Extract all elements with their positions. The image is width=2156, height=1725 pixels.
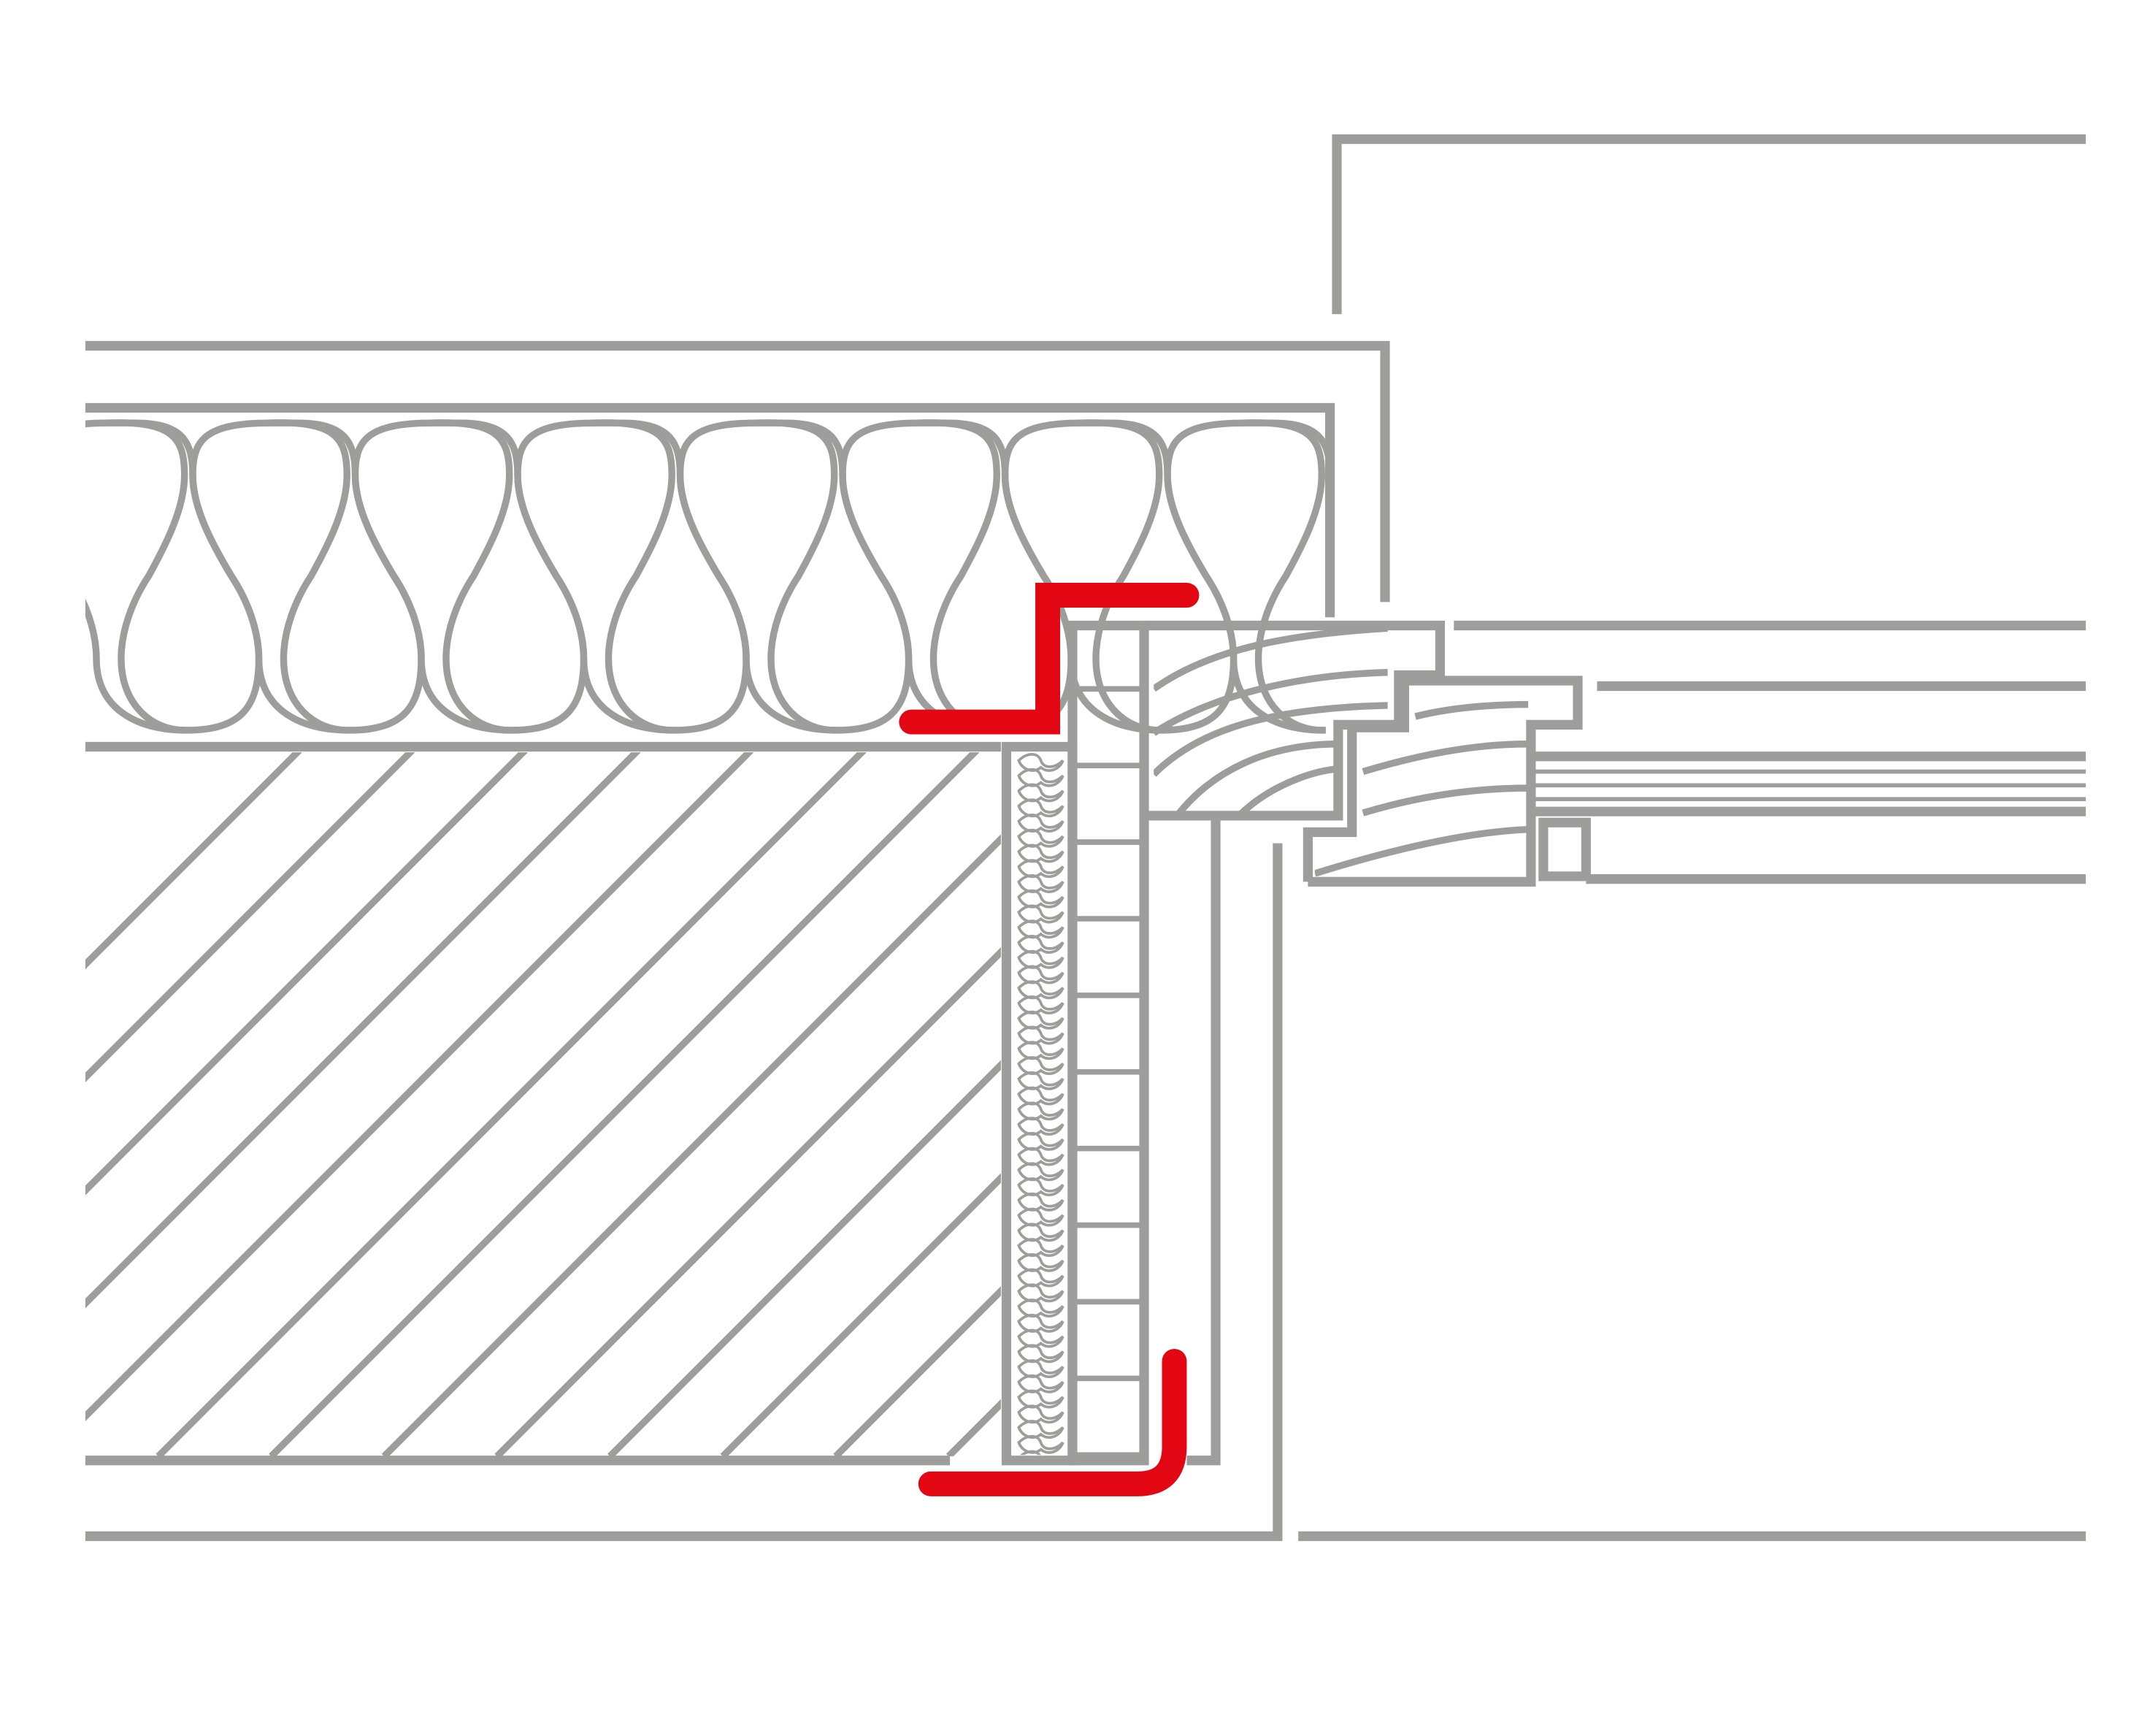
glazing-bead xyxy=(1538,817,1591,881)
upper-z-seal xyxy=(899,583,1200,735)
quilt-loop xyxy=(1241,419,1325,734)
hatch-line xyxy=(156,752,867,1457)
block-joints xyxy=(1076,686,1140,1458)
hatch-line xyxy=(85,752,529,1196)
hatch-line xyxy=(381,834,1001,1457)
quilt-loop xyxy=(104,419,188,734)
block-outline xyxy=(1067,620,1149,1466)
quilt-loop xyxy=(266,419,350,734)
hatch-line xyxy=(494,946,1001,1457)
upper-right-frame xyxy=(1332,134,2086,315)
frame-grain xyxy=(1314,700,1529,876)
quilt-loop xyxy=(1079,419,1163,734)
frame-outline xyxy=(1303,676,1583,887)
quilt-loop xyxy=(591,419,675,734)
blockwork-column xyxy=(1067,620,1149,1466)
insulation-quilt xyxy=(85,419,1326,734)
quilt-loop xyxy=(916,419,1000,734)
quilt-loop xyxy=(754,419,838,734)
hatch-line xyxy=(85,752,754,1422)
window-frame xyxy=(1303,676,2086,887)
hatch-line xyxy=(720,1173,1001,1457)
seal-membranes xyxy=(899,583,1200,1496)
hatch-line xyxy=(607,1060,1001,1457)
structure-outlines xyxy=(85,134,2086,1542)
masonry-wall xyxy=(85,752,1001,1457)
sill-grain xyxy=(1154,628,1388,816)
quilt-box xyxy=(85,402,1335,618)
lower-l-seal xyxy=(918,1348,1187,1496)
sill-outline xyxy=(1144,620,1446,821)
hatch-line xyxy=(85,752,415,1082)
strip-loops xyxy=(1017,753,1064,1456)
quilt-loop xyxy=(429,419,513,734)
hatch-line xyxy=(269,752,980,1457)
quilt-bulb xyxy=(1164,419,1326,734)
outer-board-top xyxy=(85,340,1390,603)
hatch-line xyxy=(85,752,302,970)
inner-return xyxy=(85,843,1283,1542)
lining-return xyxy=(1186,815,1221,1466)
glass-lines xyxy=(1530,769,2086,802)
hatch-line xyxy=(85,752,641,1309)
strip-loop xyxy=(1019,1450,1041,1456)
hatch-line xyxy=(833,1286,1001,1457)
timber-sill xyxy=(1144,620,1446,821)
